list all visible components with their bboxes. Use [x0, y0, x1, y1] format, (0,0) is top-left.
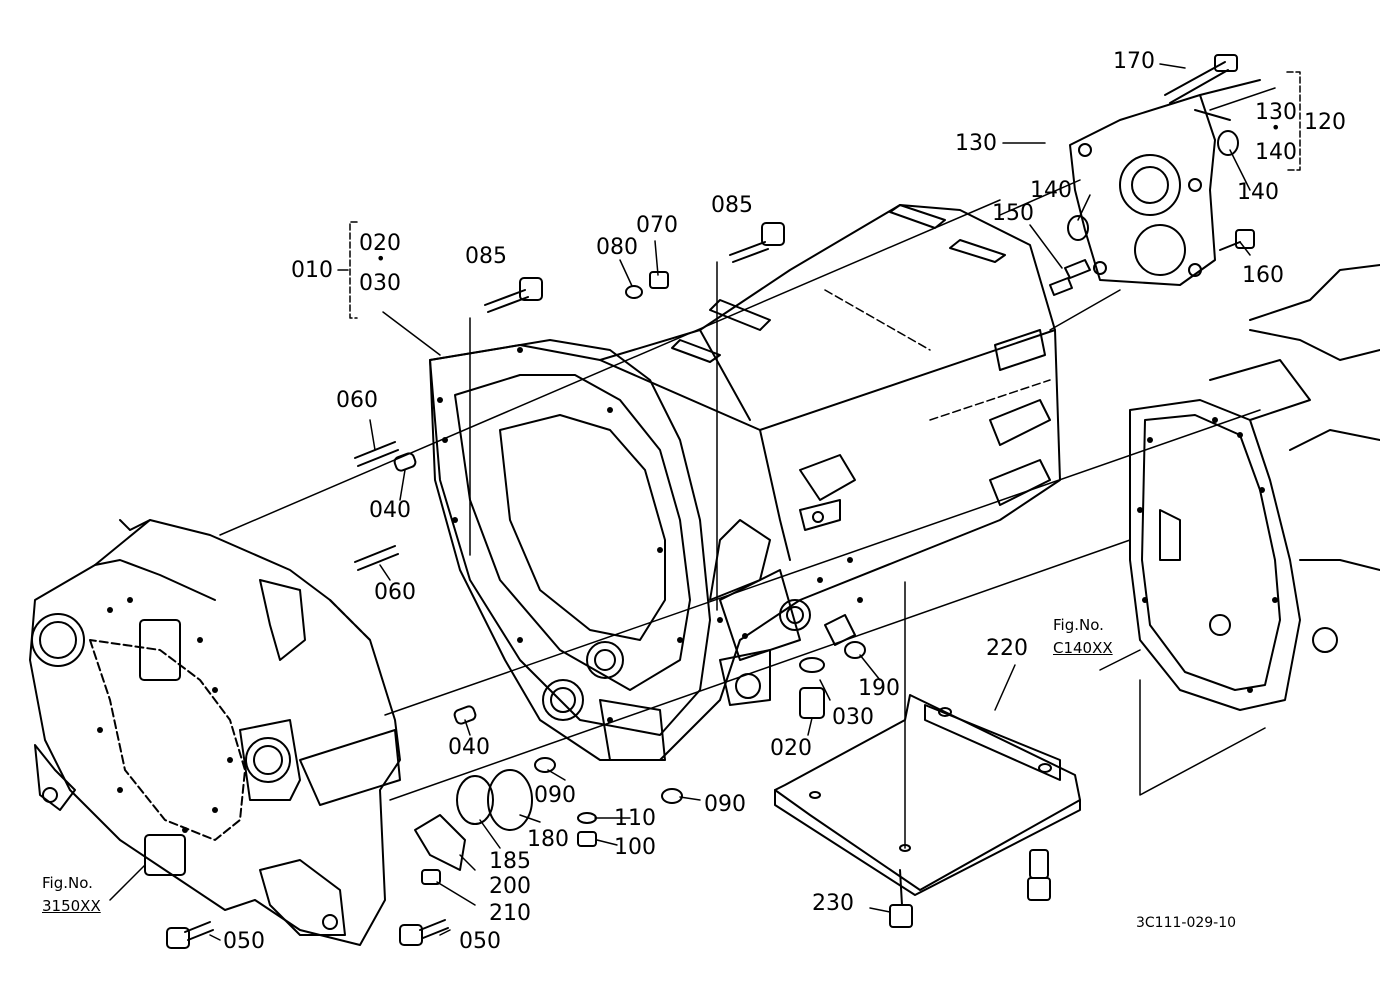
label-140-left: 140 — [1030, 178, 1072, 203]
label-130: 130 — [955, 131, 997, 156]
label-030-top: 030 — [359, 271, 401, 296]
label-150: 150 — [992, 201, 1034, 226]
label-200: 200 — [489, 874, 531, 899]
main-housing — [429, 204, 1061, 761]
label-050-right: 050 — [459, 929, 501, 954]
dot-130-140: • — [1271, 118, 1281, 137]
label-050-left: 050 — [223, 929, 265, 954]
label-100: 100 — [614, 835, 656, 860]
label-040-bottom: 040 — [448, 735, 490, 760]
label-020-bottom: 020 — [770, 736, 812, 761]
label-020-top: 020 — [359, 231, 401, 256]
label-060-bottom: 060 — [374, 580, 416, 605]
label-140-top: 140 — [1255, 140, 1297, 165]
small-parts — [166, 54, 1255, 949]
label-185: 185 — [489, 849, 531, 874]
label-140-right: 140 — [1237, 180, 1279, 205]
leader-lines — [109, 63, 1276, 941]
label-160: 160 — [1242, 263, 1284, 288]
label-060-top: 060 — [336, 388, 378, 413]
label-080: 080 — [596, 235, 638, 260]
label-010: 010 — [291, 258, 333, 283]
label-210: 210 — [489, 901, 531, 926]
label-090-right: 090 — [704, 792, 746, 817]
label-090-left: 090 — [534, 783, 576, 808]
label-190: 190 — [858, 676, 900, 701]
rear-cover — [1067, 79, 1261, 286]
left-housing — [29, 519, 401, 946]
figref-left-code: 3150XX — [42, 897, 101, 915]
label-180: 180 — [527, 827, 569, 852]
right-housing — [1129, 264, 1380, 711]
label-230: 230 — [812, 891, 854, 916]
label-030-bottom: 030 — [832, 705, 874, 730]
figref-left-title: Fig.No. — [42, 874, 93, 892]
label-220: 220 — [986, 636, 1028, 661]
label-070: 070 — [636, 213, 678, 238]
label-085-left: 085 — [465, 244, 507, 269]
figref-right-code: C140XX — [1053, 639, 1113, 657]
label-110: 110 — [614, 806, 656, 831]
figref-right-title: Fig.No. — [1053, 616, 1104, 634]
brackets — [349, 71, 1301, 319]
cover-plate — [774, 694, 1081, 896]
label-130-top: 130 — [1255, 100, 1297, 125]
label-040-top: 040 — [369, 498, 411, 523]
label-120: 120 — [1304, 110, 1346, 135]
label-170: 170 — [1113, 49, 1155, 74]
drawing-code: 3C111-029-10 — [1136, 915, 1237, 931]
label-085-right: 085 — [711, 193, 753, 218]
dot-020-030: • — [376, 249, 386, 268]
